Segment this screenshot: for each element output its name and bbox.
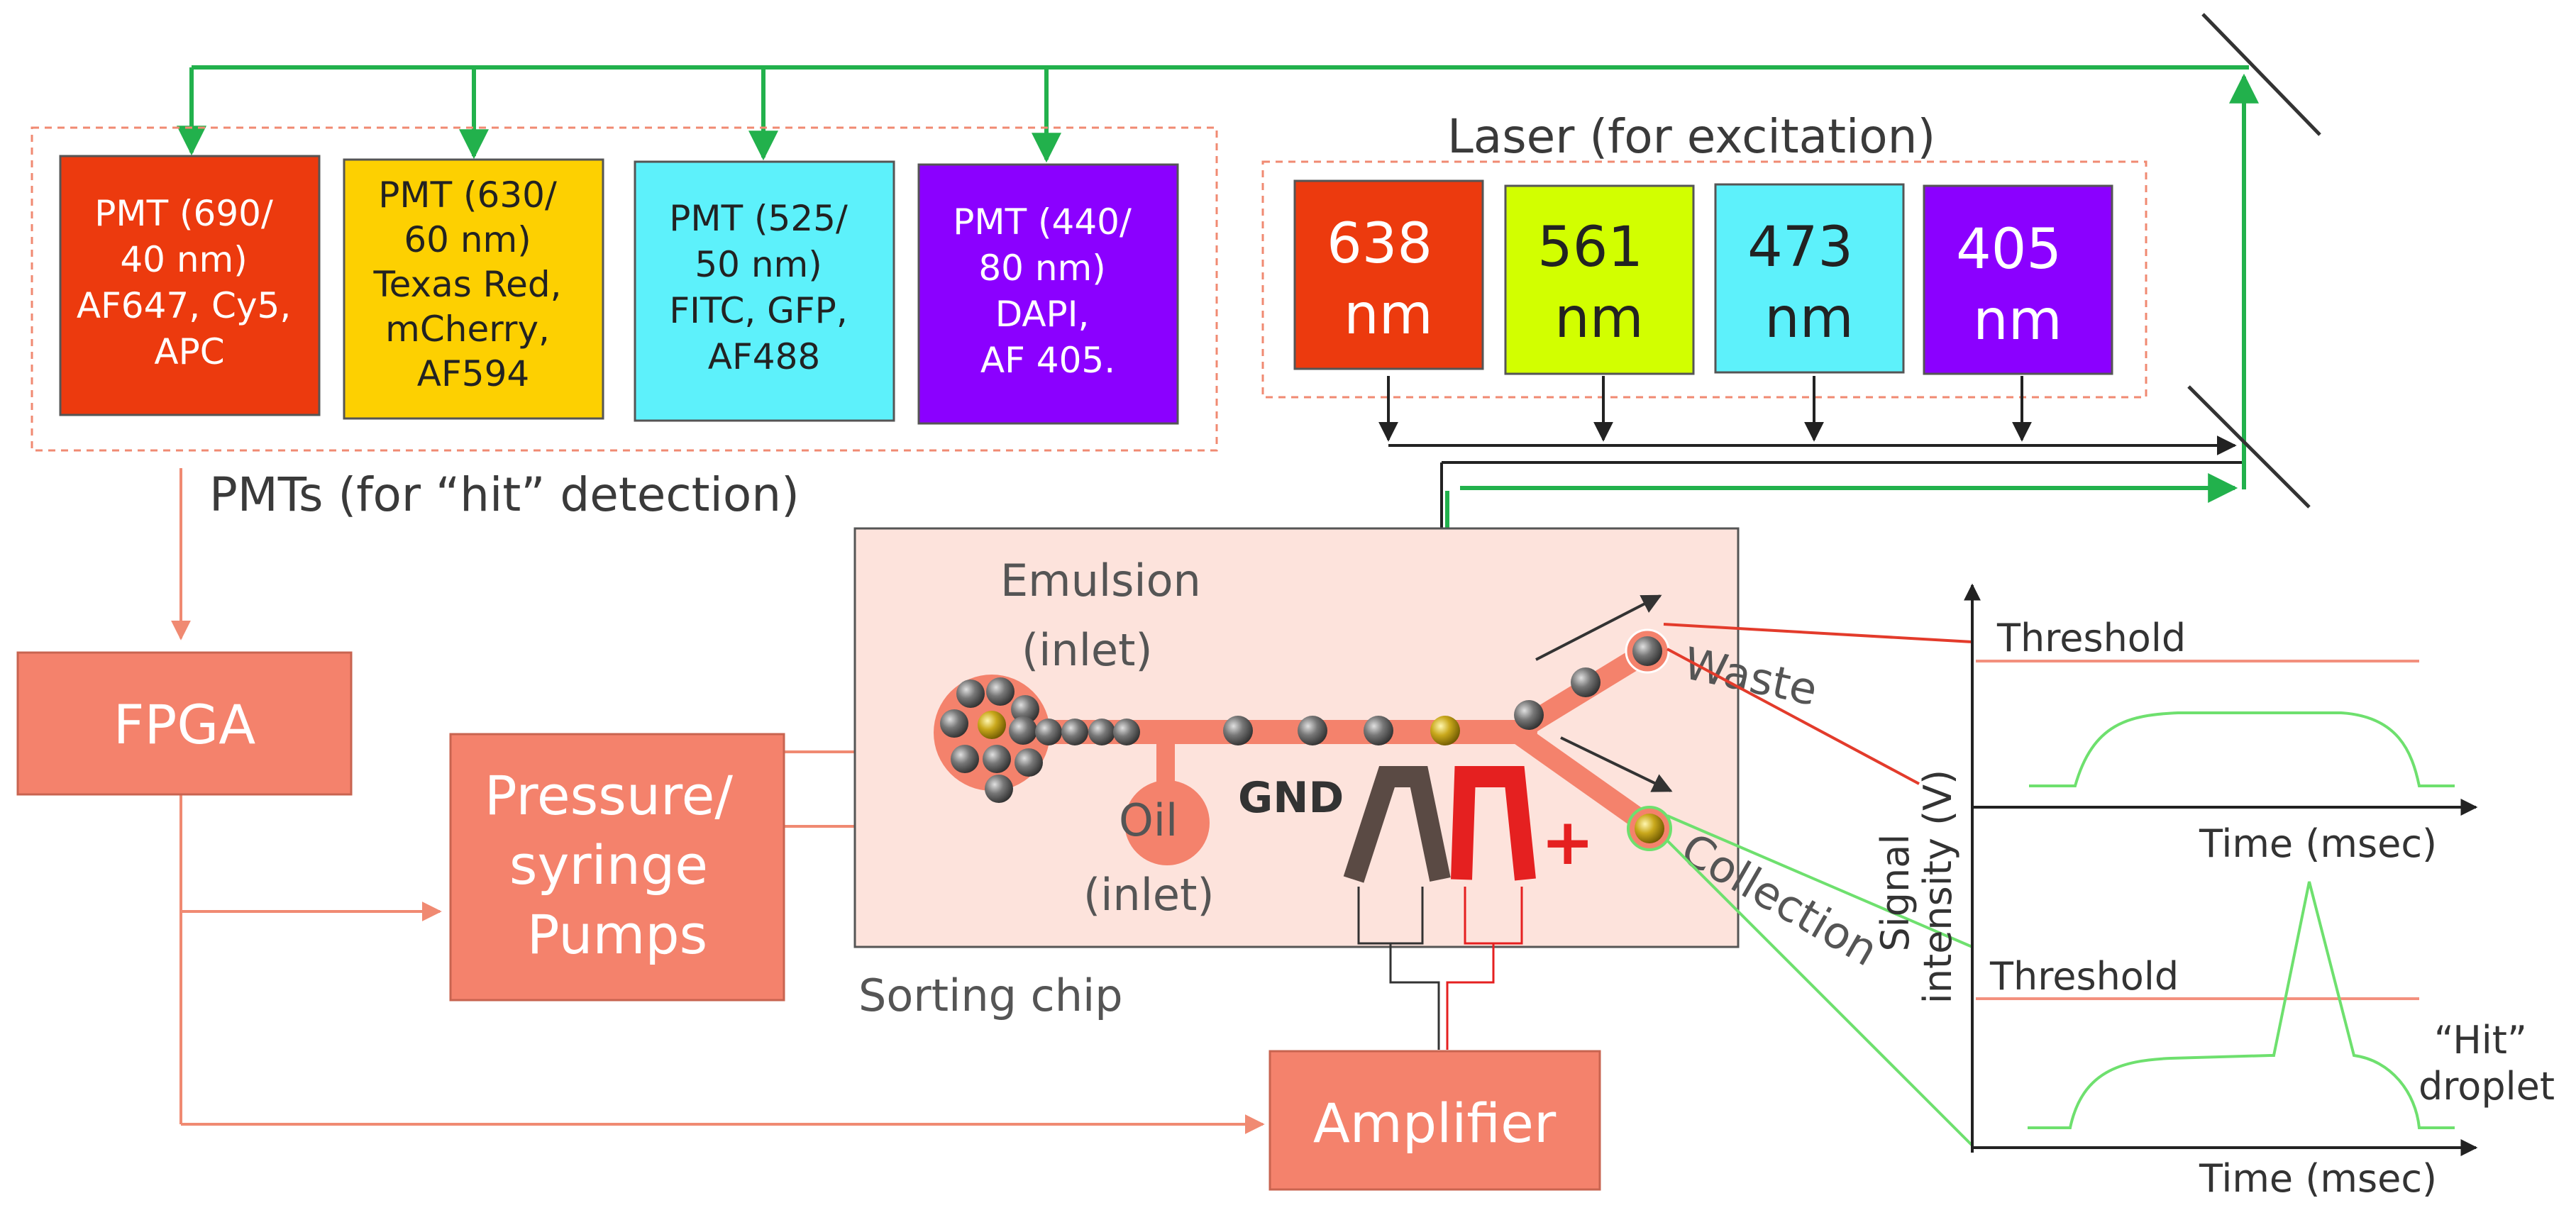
laser-group-caption: Laser (for excitation) <box>1447 109 1935 164</box>
waste-leader-bottom <box>1666 648 1920 785</box>
laser-boxes: 638 nm 561 nm 473 nm 405 nm <box>1293 179 2113 375</box>
bottom-threshold-label: Threshold <box>1989 954 2179 999</box>
plus-sign: + <box>1541 805 1594 880</box>
sorting-chip: Emulsion (inlet) Oil (inlet) GND + Waste… <box>853 527 1887 976</box>
pmt-690-box: PMT (690/ 40 nm) AF647, Cy5, APC <box>59 155 321 416</box>
pmt-630-box: PMT (630/ 60 nm) Texas Red, mCherry, AF5… <box>343 158 604 420</box>
amplifier-label: Amplifier <box>1313 1092 1557 1155</box>
hit-droplet-label: “Hit” droplet <box>2419 1018 2555 1109</box>
waste-leader-top <box>1663 623 1973 643</box>
emulsion-droplets <box>940 677 1140 803</box>
bottom-signal-trace <box>2028 881 2455 1129</box>
pumps-label: Pressure/ syringe Pumps <box>485 764 750 966</box>
gnd-electrode <box>1343 766 1451 883</box>
pmt-440-label: PMT (440/ 80 nm) DAPI, AF 405. <box>953 201 1142 381</box>
signal-plots: Signal intensity (V) Threshold Time (mse… <box>1873 583 2555 1201</box>
bottom-plot-xlabel: Time (msec) <box>2199 1156 2437 1201</box>
laser-638-label: 638 nm <box>1327 212 1450 347</box>
laser-405-box: 405 nm <box>1923 184 2113 375</box>
bottom-mirror <box>2187 385 2311 509</box>
channel-droplets <box>1223 636 1664 843</box>
collection-leader-top <box>1666 814 1973 948</box>
top-threshold-label: Threshold <box>1996 616 2186 660</box>
amplifier-box: Amplifier <box>1268 1050 1601 1191</box>
fpga-box: FPGA <box>16 651 353 796</box>
pmt-440-box: PMT (440/ 80 nm) DAPI, AF 405. <box>917 163 1179 425</box>
plot-ylabel: Signal intensity (V) <box>1873 770 1960 1004</box>
pmt-690-label: PMT (690/ 40 nm) AF647, Cy5, APC <box>77 193 302 372</box>
waste-direction-arrow <box>1535 594 1662 661</box>
laser-473-label: 473 nm <box>1747 216 1871 350</box>
pmt-group-frame <box>31 126 1218 452</box>
positive-electrode <box>1451 766 1536 881</box>
laser-561-label: 561 nm <box>1537 216 1661 350</box>
top-plot-xlabel: Time (msec) <box>2199 821 2437 866</box>
pmt-boxes: PMT (690/ 40 nm) AF647, Cy5, APC PMT (63… <box>59 155 1179 425</box>
fpga-label: FPGA <box>114 693 255 756</box>
pumps-box: Pressure/ syringe Pumps <box>449 733 785 1002</box>
oil-label: Oil (inlet) <box>1083 794 1215 921</box>
gnd-label: GND <box>1238 773 1344 823</box>
laser-473-box: 473 nm <box>1714 183 1905 374</box>
pmt-525-box: PMT (525/ 50 nm) FITC, GFP, AF488 <box>634 160 895 422</box>
sorting-chip-caption: Sorting chip <box>858 970 1123 1021</box>
collection-direction-arrow <box>1560 736 1673 792</box>
top-signal-trace <box>2029 711 2455 787</box>
pmt-630-label: PMT (630/ 60 nm) Texas Red, mCherry, AF5… <box>373 174 573 394</box>
emulsion-label: Emulsion (inlet) <box>1000 555 1215 676</box>
laser-638-box: 638 nm <box>1293 179 1484 370</box>
collection-leader-bottom <box>1666 839 1974 1147</box>
pmt-group-caption: PMTs (for “hit” detection) <box>209 467 800 522</box>
top-mirror <box>2201 13 2321 136</box>
electrode-wires <box>1357 887 1523 1050</box>
pmt-525-label: PMT (525/ 50 nm) FITC, GFP, AF488 <box>669 198 858 377</box>
laser-561-box: 561 nm <box>1504 184 1695 375</box>
laser-405-label: 405 nm <box>1956 218 2079 353</box>
laser-group-frame <box>1261 160 2147 399</box>
oil-inlet-well <box>1124 780 1210 865</box>
